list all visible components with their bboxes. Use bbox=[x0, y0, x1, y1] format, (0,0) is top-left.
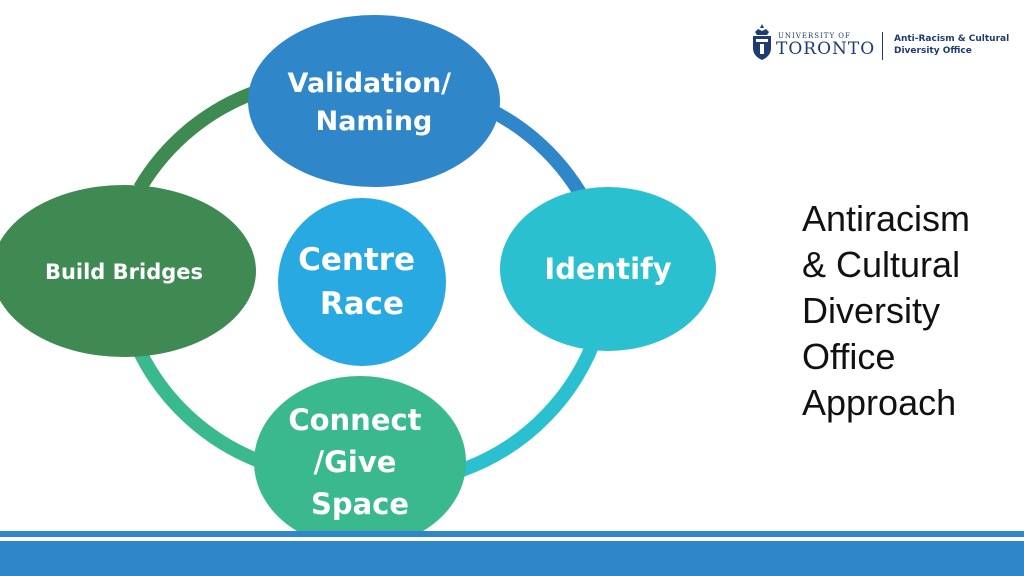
ring-segment-identify-to-connect bbox=[459, 327, 605, 477]
university-small-text: UNIVERSITY OF bbox=[778, 32, 851, 40]
node-build-bridges-label: Build Bridges bbox=[45, 260, 203, 284]
node-identify-label: Identify bbox=[544, 252, 671, 286]
university-name: TORONTO bbox=[776, 39, 876, 59]
node-validation bbox=[248, 15, 500, 187]
node-connect-label: Connect /Give Space bbox=[288, 403, 431, 521]
ring-segment-connect-to-bridges bbox=[133, 348, 265, 469]
node-validation-label: Validation/ Naming bbox=[288, 68, 461, 137]
slide-title-line: Diversity bbox=[802, 290, 941, 331]
office-name-line-1: Anti-Racism & Cultural bbox=[894, 34, 1010, 44]
crest-icon bbox=[753, 24, 771, 60]
node-identify bbox=[500, 187, 716, 351]
footer-bar bbox=[0, 531, 1024, 576]
logo-divider bbox=[882, 32, 883, 60]
center-node bbox=[278, 198, 446, 366]
slide-title-line: Antiracism bbox=[802, 198, 971, 239]
slide-title-line: Approach bbox=[802, 382, 957, 423]
office-name-line-2: Diversity Office bbox=[894, 46, 972, 56]
slide-title: Antiracism & Cultural Diversity Office A… bbox=[802, 196, 1017, 426]
university-logo: UNIVERSITY OF TORONTO Anti-Racism & Cult… bbox=[748, 22, 1009, 68]
center-node-label: Centre Race bbox=[298, 242, 426, 322]
footer-stripe bbox=[0, 537, 1024, 541]
slide-title-line: & Cultural bbox=[802, 244, 961, 285]
cycle-diagram: Centre Race Validation/ Naming Identify … bbox=[0, 15, 716, 548]
ring-segment-bridges-to-validation bbox=[133, 83, 265, 192]
node-connect bbox=[254, 376, 466, 548]
slide-title-line: Office bbox=[802, 336, 896, 377]
node-build-bridges bbox=[0, 185, 256, 357]
